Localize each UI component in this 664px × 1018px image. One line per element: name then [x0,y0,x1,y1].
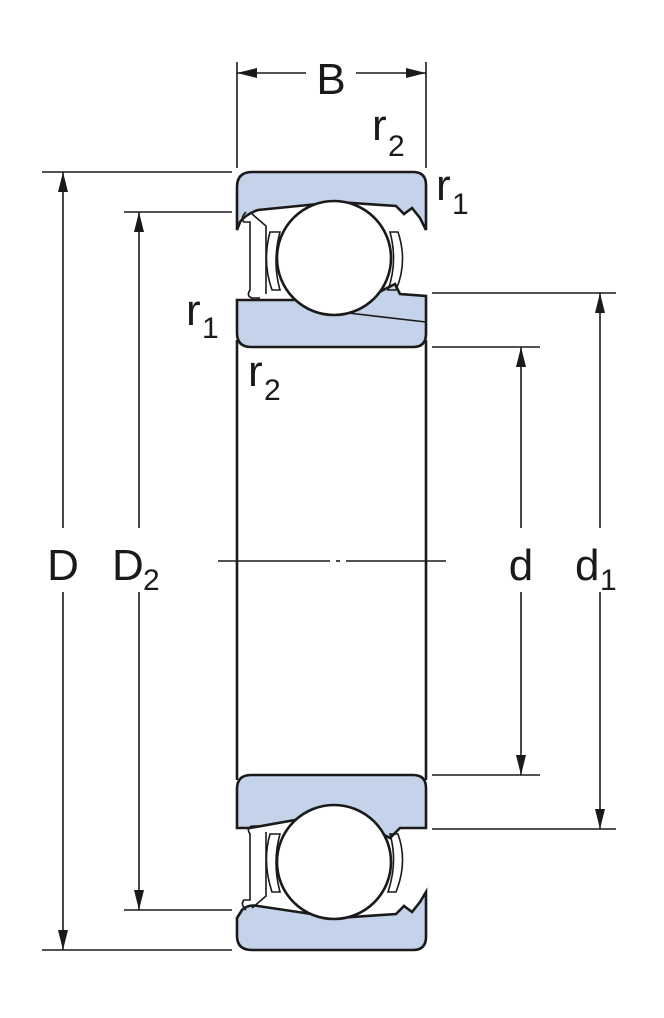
label-r2-left: r [248,347,263,396]
bearing-body [218,170,446,952]
label-B: B [316,55,345,104]
dimension-d: d [432,346,540,776]
label-d1-subscript: 1 [600,564,617,597]
label-r1-top: r [436,161,451,210]
dimension-D: D [42,171,232,951]
label-d: d [509,541,533,590]
label-D2: D [112,541,144,590]
dimension-d1: d 1 [432,292,617,830]
label-r2-top-subscript: 2 [388,130,405,163]
label-r2-top: r [372,101,387,150]
label-r1-left-subscript: 1 [202,312,219,345]
outer-ring-bottom [235,887,428,952]
radius-labels: r 2 r 1 r 1 r 2 [186,101,469,407]
label-r1-left: r [186,286,201,335]
label-r1-top-subscript: 1 [452,188,469,221]
label-r2-left-subscript: 2 [264,374,281,407]
ball-top [275,199,393,317]
label-D2-subscript: 2 [143,564,160,597]
label-D: D [47,541,79,590]
label-d1: d [575,541,599,590]
inner-ring-top-groove [339,311,427,323]
seal-bottom [241,825,404,911]
dimension-D2: D 2 [112,211,232,911]
ball-bottom [275,803,393,921]
dimension-B: B [236,55,427,168]
